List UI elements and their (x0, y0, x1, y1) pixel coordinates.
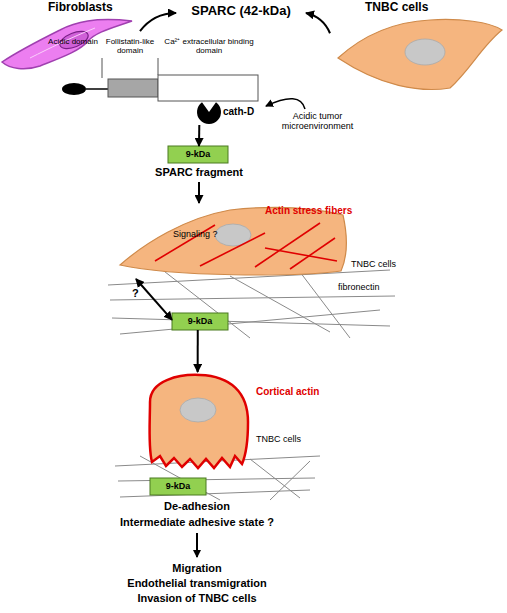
fiber (120, 310, 380, 334)
node-outline (44, 38, 102, 100)
cell-label: TNBC cells (256, 434, 326, 444)
protein-name: SPARC (42-kDa) (176, 4, 306, 19)
fragment-node: 9-kDaSPARC fragment (148, 146, 250, 182)
flow-arrow (196, 533, 198, 557)
outcome-text: De-adhesion (97, 500, 297, 513)
domain-label: Follistatin-like domain (102, 38, 158, 56)
annotation: Signaling ? (173, 229, 243, 239)
fiber (112, 318, 390, 326)
note: Acidic tumor microenvironment (270, 111, 365, 132)
outcome-text: Endothelial transmigration (97, 577, 297, 590)
pacman-protease (197, 102, 221, 124)
fiber (120, 490, 310, 497)
fiber (250, 459, 300, 498)
tnbc-body (338, 19, 502, 89)
tnbc-cell-stress: Actin stress fibersSignaling ? TNBC cells (115, 203, 415, 279)
node-outline (330, 0, 507, 95)
fragment-caption: SPARC fragment (148, 166, 250, 179)
bracket-line (158, 58, 159, 75)
fiber (230, 276, 330, 332)
fiber (110, 296, 395, 300)
protease: cath-D (196, 99, 262, 125)
flow-arrow (197, 330, 199, 372)
edge-label: ? (132, 287, 139, 300)
outcome-text: Invasion of TNBC cells (97, 592, 297, 605)
stress-fibers (155, 223, 337, 269)
fragment-name: 9-kDa (168, 149, 228, 159)
domain-label: Acidic domain (44, 38, 102, 47)
cell-label: Fibroblasts (48, 1, 138, 15)
fiber (160, 268, 250, 338)
fiber (270, 461, 310, 500)
fragment-box (168, 146, 228, 163)
flow-arrow (306, 13, 330, 33)
cell-label: TNBC cells (351, 259, 415, 269)
flow-arrow (198, 182, 200, 203)
domain-box (108, 79, 158, 97)
domain-linker (86, 88, 108, 90)
fragment-node: 9-kDa (150, 478, 206, 495)
material-label: fibronectin (338, 282, 408, 292)
follistatin-domain: Follistatin-like domain (102, 38, 158, 100)
annotation: Actin stress fibers (265, 205, 375, 217)
protease-name: cath-D (223, 106, 262, 118)
cell-label: TNBC cells (365, 1, 465, 15)
protein-title: SPARC (42-kDa) (176, 3, 306, 23)
nucleus (180, 398, 216, 422)
fragment-name: 9-kDa (150, 481, 206, 491)
tnbc-body (120, 208, 347, 275)
calcium-domain: Ca²⁺ extracellular binding domain (158, 38, 260, 102)
annotation: Cortical actin (256, 386, 336, 398)
fiber (300, 272, 350, 338)
tnbc-body (150, 375, 249, 468)
domain-box (158, 75, 258, 101)
flow-arrow (140, 13, 176, 31)
domain-oval (62, 83, 86, 95)
fragment-box (172, 313, 228, 330)
fibronectin-fibers (108, 268, 395, 500)
bracket-line (102, 58, 103, 78)
fragment-node: 9-kDa (172, 313, 228, 330)
tnbc-cell-cortical: Cortical actinTNBC cells (130, 372, 335, 472)
flow-arrow (198, 125, 200, 146)
fragment-box (150, 478, 206, 495)
nucleus (405, 39, 445, 65)
domain-label: Ca²⁺ extracellular binding domain (158, 38, 260, 56)
outcome-text: Migration (97, 562, 297, 575)
acid-arrow (266, 99, 305, 109)
flow-arrow (136, 279, 172, 320)
fiber (118, 478, 315, 481)
fragment-name: 9-kDa (172, 316, 228, 326)
acidic-domain: Acidic domain (44, 38, 102, 100)
domain-brackets (102, 58, 158, 78)
outcome-text: Intermediate adhesive state ? (97, 516, 297, 529)
tnbc-cell: TNBC cells (330, 0, 507, 95)
